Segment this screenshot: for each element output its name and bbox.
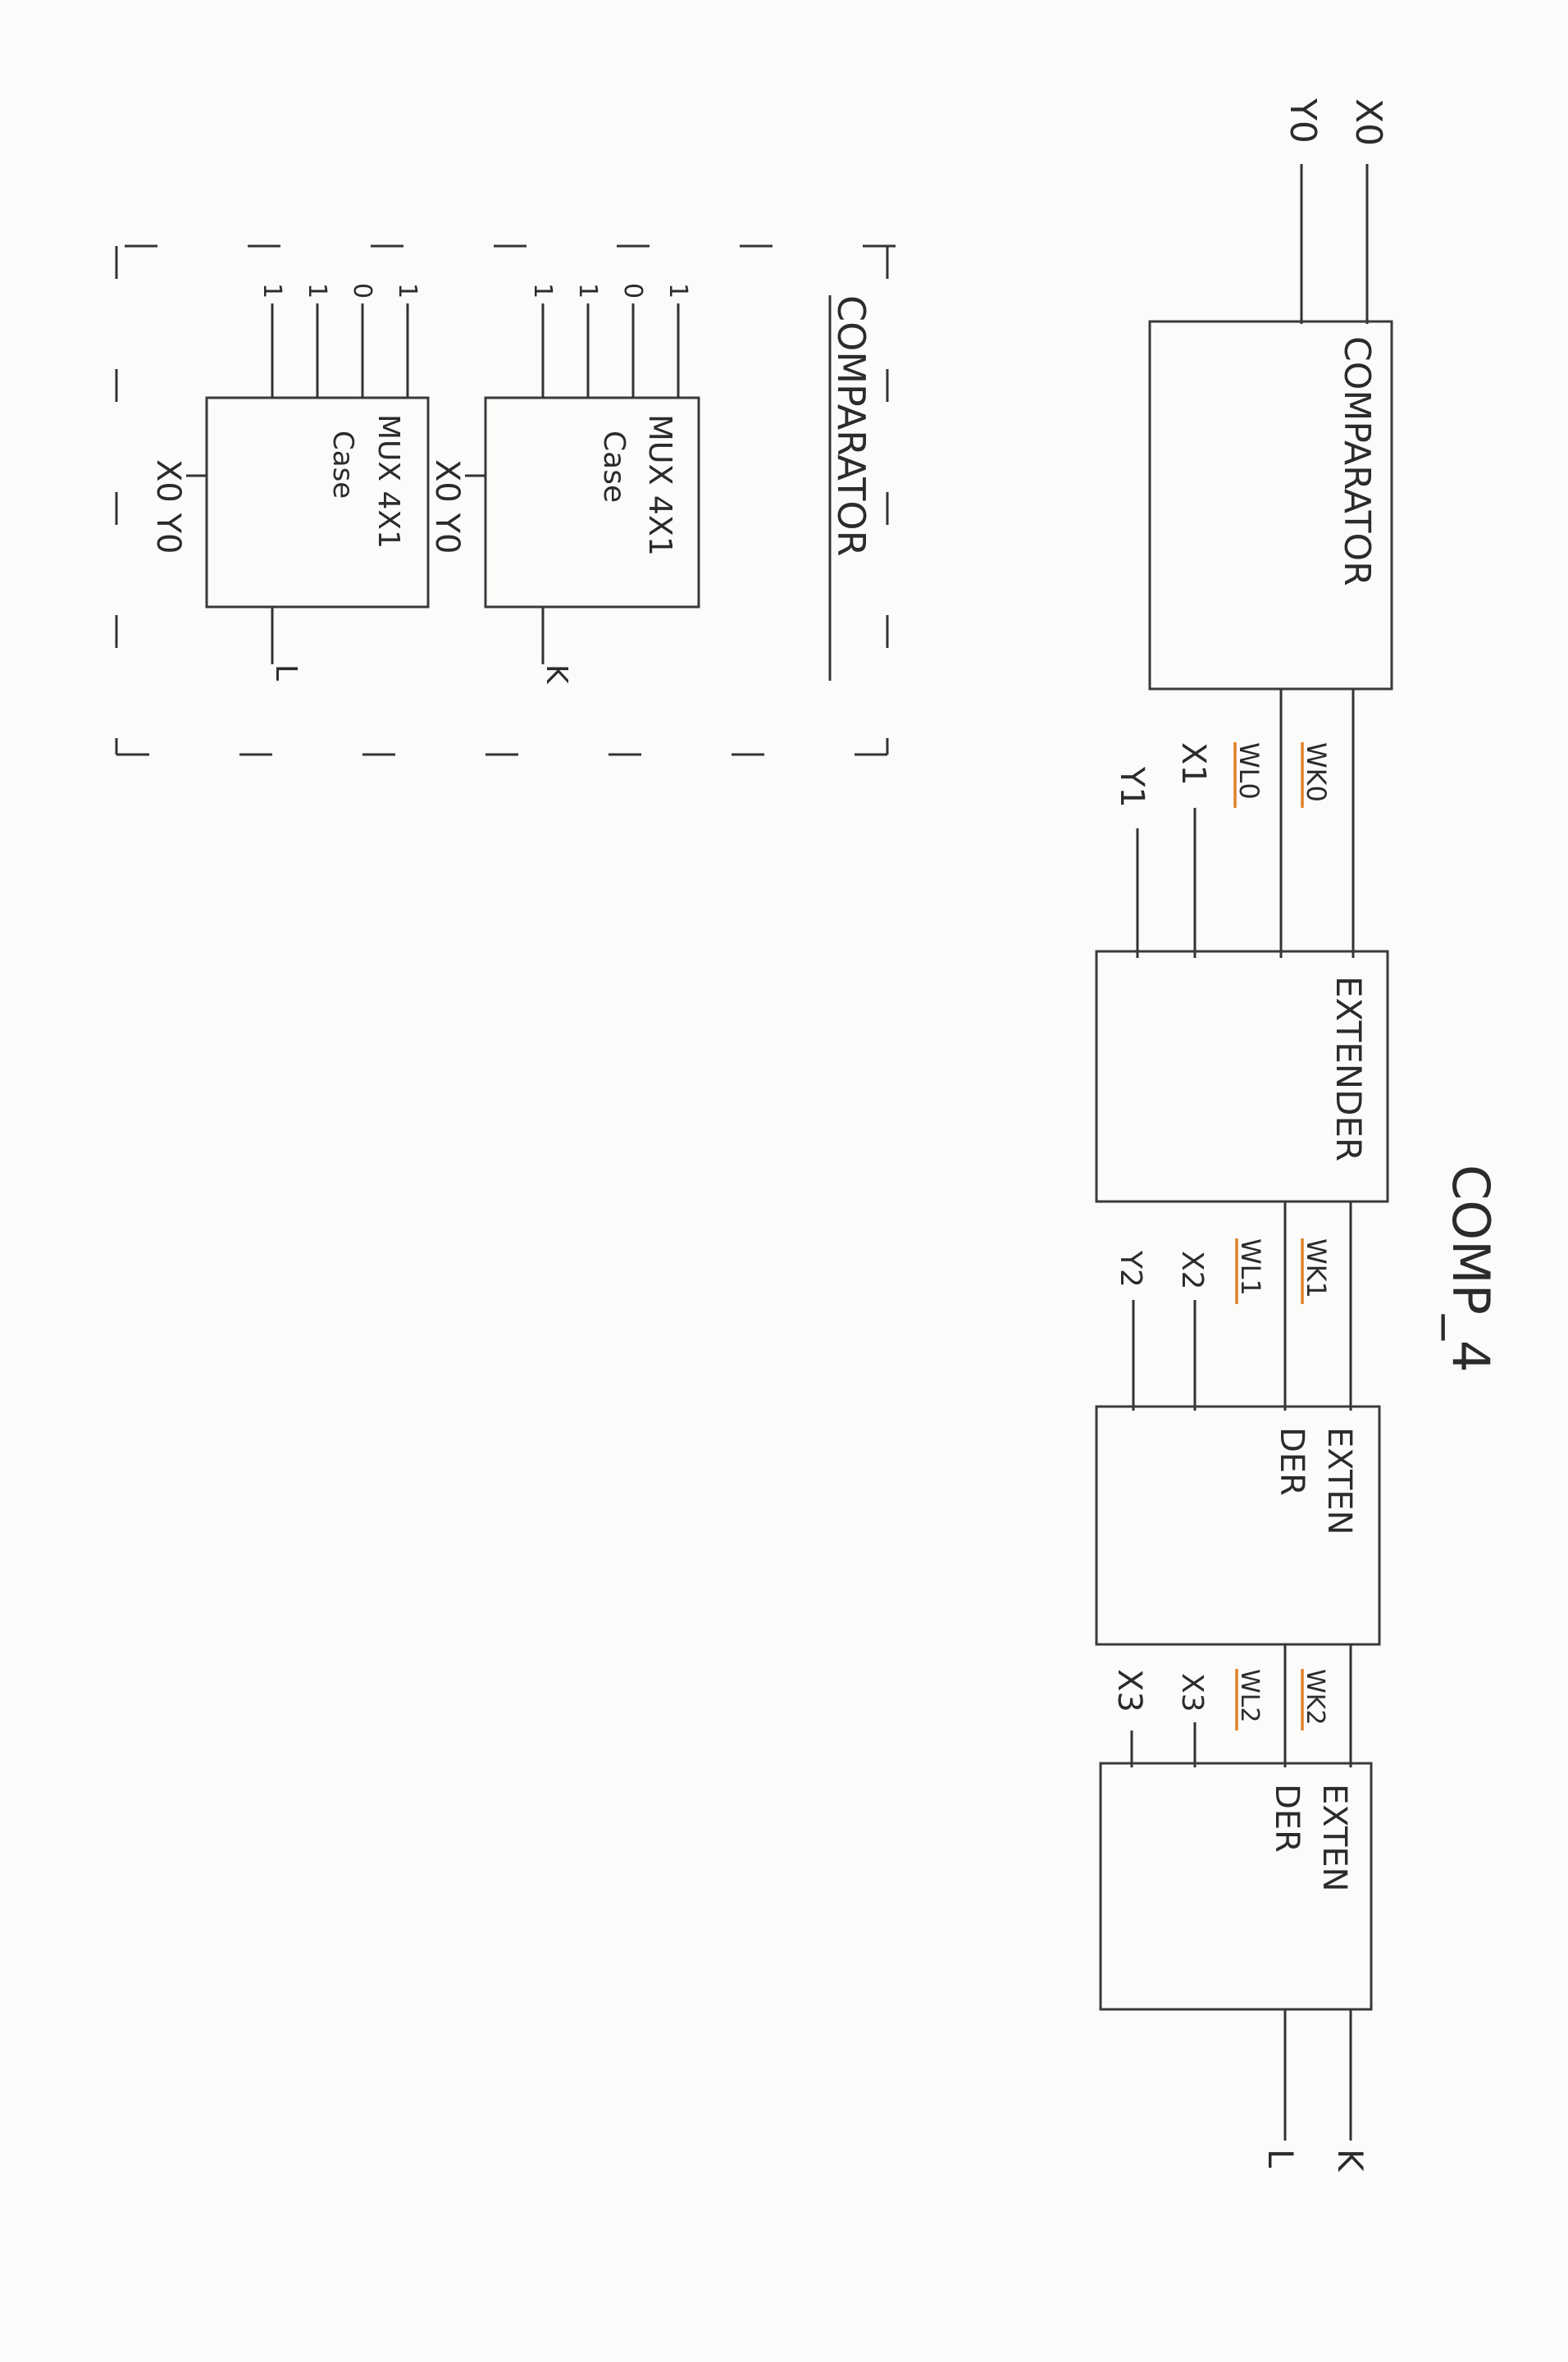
comparator-block: [1148, 320, 1393, 691]
diagram-title: COMP_4: [1441, 1165, 1501, 1372]
mux-l-in-3-value: 1: [258, 283, 286, 299]
extender-block-2: [1095, 1405, 1381, 1646]
wire-wl2-label: WL2: [1235, 1669, 1264, 1722]
input-y1-label: Y1: [1113, 766, 1151, 808]
comparator-detail: COMPARATOR MUX 4X1 Case 1 0 1 1 X0 Y0 K …: [108, 244, 896, 756]
mux-k-out-label: K: [540, 664, 573, 685]
mux-k-select: X0 Y0: [428, 459, 466, 554]
mux-l-case: Case: [326, 431, 359, 499]
mux-k-in-1-value: 0: [618, 283, 647, 299]
input-y3-label: X3: [1110, 1669, 1148, 1712]
mux-k-in-0-value: 1: [663, 283, 692, 299]
input-x0-label: X0: [1347, 98, 1389, 146]
output-k-label: K: [1330, 2149, 1370, 2173]
mux-l-out-label: L: [269, 664, 303, 681]
extender-3-label-2: DER: [1268, 1784, 1306, 1853]
mux-l-in-0-value: 1: [393, 283, 422, 299]
input-y2-label: Y2: [1114, 1250, 1147, 1288]
extender-block-1: [1095, 950, 1389, 1203]
mux-k-in-2-value: 1: [573, 283, 602, 299]
wire-wk0-label: WK0: [1301, 742, 1332, 802]
detail-title: COMPARATOR: [829, 295, 873, 557]
wire-wl0-label: WL0: [1233, 742, 1265, 800]
input-x1-label: X1: [1174, 742, 1212, 786]
mux-l-in-1-value: 0: [348, 283, 376, 299]
wire-wk2-label: WK2: [1301, 1669, 1329, 1725]
mux-k-in-3-value: 1: [528, 283, 557, 299]
comparator-label: COMPARATOR: [1336, 336, 1378, 586]
mux-l-in-2-value: 1: [303, 283, 331, 299]
mux-l-label: MUX 4X1: [371, 414, 405, 549]
extender-2-label-1: EXTEN: [1320, 1427, 1358, 1535]
input-y0-label: Y0: [1282, 98, 1324, 144]
wire-wl1-label: WL1: [1235, 1238, 1266, 1296]
mux-l-select: X0 Y0: [149, 459, 187, 554]
extender-1-label: EXTENDER: [1329, 976, 1369, 1161]
mux-k-case: Case: [597, 431, 631, 503]
input-x2-label: X2: [1175, 1251, 1209, 1290]
extender-3-label-1: EXTEN: [1315, 1784, 1353, 1892]
input-x3-label: X3: [1175, 1673, 1209, 1712]
mux-k-label: MUX 4X1: [642, 414, 678, 556]
mux-k-block: [484, 396, 700, 609]
output-l-label: L: [1260, 2149, 1301, 2168]
extender-2-label-2: DER: [1273, 1427, 1310, 1496]
extender-block-3: [1099, 1762, 1373, 2011]
wire-wk1-label: WK1: [1301, 1238, 1332, 1298]
